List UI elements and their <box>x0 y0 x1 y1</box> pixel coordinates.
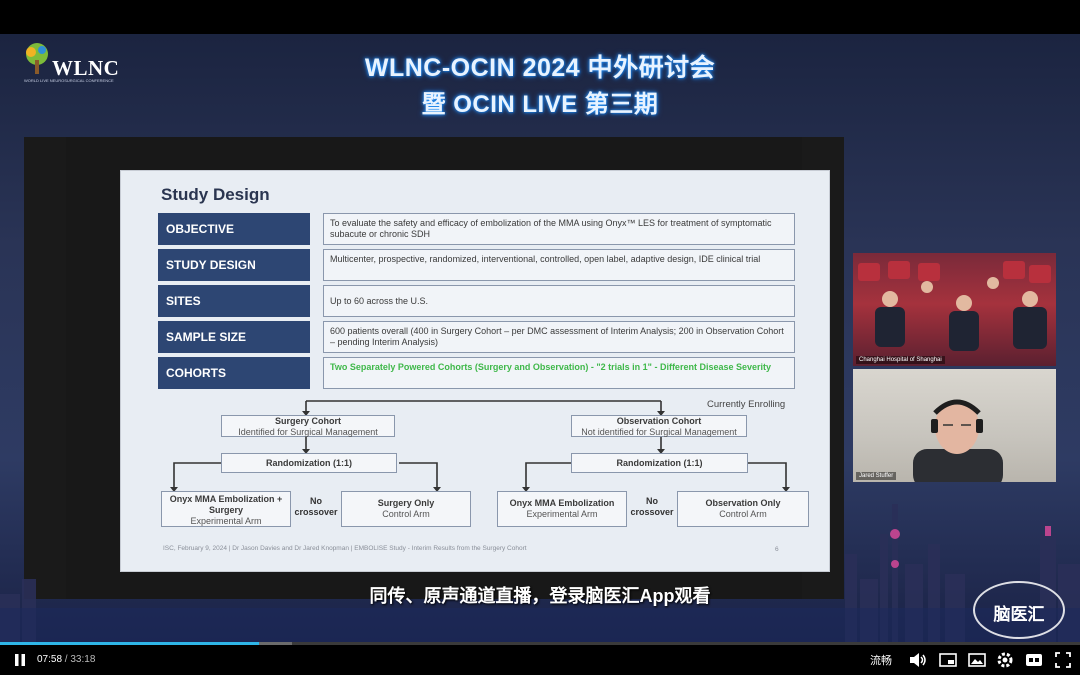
observation-cohort-title: Observation Cohort <box>616 416 702 426</box>
arm-title: Onyx MMA Embolization + Surgery <box>169 494 283 515</box>
row-label-sample-size: SAMPLE SIZE <box>158 321 310 353</box>
top-black-bar <box>0 0 1080 34</box>
row-value-sample-size: 600 patients overall (400 in Surgery Coh… <box>323 321 795 353</box>
no-crossover-label-observation: No crossover <box>630 496 674 517</box>
wlnc-logo: WLNC WORLD LIVE NEUROSURGICAL CONFERENCE <box>22 42 132 88</box>
progress-played <box>0 642 260 645</box>
naoyihui-watermark: 脑医汇 <box>973 581 1065 639</box>
row-label-cohorts: COHORTS <box>158 357 310 389</box>
volume-icon <box>910 653 926 667</box>
surgery-cohort-box: Surgery Cohort Identified for Surgical M… <box>221 415 395 437</box>
arm-box-observation-only: Observation Only Control Arm <box>677 491 809 527</box>
surgery-cohort-sub: Identified for Surgical Management <box>238 427 378 437</box>
row-label-sites: SITES <box>158 285 310 317</box>
no-crossover-label-surgery: No crossover <box>294 496 338 517</box>
event-title-line1: WLNC-OCIN 2024 中外研讨会 <box>364 54 716 82</box>
screenshot-button[interactable] <box>965 645 989 675</box>
slide-share-window: Study Design OBJECTIVE To evaluate the s… <box>24 137 844 599</box>
arm-title: Observation Only <box>705 498 781 508</box>
auditorium-people-image <box>858 261 1051 351</box>
randomization-label-observation: Randomization (1:1) <box>616 458 703 468</box>
row-value-objective: To evaluate the safety and efficacy of e… <box>323 213 795 245</box>
row-value-study-design: Multicenter, prospective, randomized, in… <box>323 249 795 281</box>
volume-button[interactable] <box>906 645 930 675</box>
logo-text: WLNC <box>52 56 120 80</box>
quality-button[interactable]: 流畅 <box>870 655 892 667</box>
settings-icon <box>997 652 1013 668</box>
camera-label-speaker: Jared Stuffer <box>856 472 897 480</box>
arm-sub: Experimental Arm <box>526 509 598 519</box>
row-value-sites: Up to 60 across the U.S. <box>323 285 795 317</box>
observation-cohort-box: Observation Cohort Not identified for Su… <box>571 415 747 437</box>
pip-button[interactable] <box>936 645 960 675</box>
fullscreen-icon <box>1055 652 1071 668</box>
screenshot-icon <box>968 653 986 667</box>
arm-title: Onyx MMA Embolization <box>509 498 615 508</box>
currently-enrolling-label: Currently Enrolling <box>707 399 786 410</box>
randomization-box-surgery: Randomization (1:1) <box>221 453 397 473</box>
subtitles-icon <box>1026 654 1042 666</box>
event-title-line2: 暨 OCIN LIVE 第三期 <box>421 91 659 118</box>
slide-footer: ISC, February 9, 2024 | Dr Jason Davies … <box>163 545 527 552</box>
surgery-cohort-title: Surgery Cohort <box>274 416 341 426</box>
speaker-person-image <box>913 399 1003 482</box>
live-caption: 同传、原声通道直播，登录脑医汇App观看 <box>369 586 711 606</box>
row-label-objective: OBJECTIVE <box>158 213 310 245</box>
settings-button[interactable] <box>993 645 1017 675</box>
watermark-text: 脑医汇 <box>993 605 1045 624</box>
arm-box-embolization-surgery: Onyx MMA Embolization + Surgery Experime… <box>161 491 291 527</box>
arm-sub: Experimental Arm <box>190 516 262 526</box>
slide-letterbox: Study Design OBJECTIVE To evaluate the s… <box>66 137 830 599</box>
observation-cohort-sub: Not identified for Surgical Management <box>581 427 737 437</box>
presentation-slide: Study Design OBJECTIVE To evaluate the s… <box>120 170 830 572</box>
arm-box-surgery-only: Surgery Only Control Arm <box>341 491 471 527</box>
slide-title: Study Design <box>161 185 270 204</box>
time-display: 07:58 / 33:18 <box>37 654 96 665</box>
duration: 33:18 <box>70 654 96 665</box>
current-time: 07:58 <box>37 654 63 665</box>
randomization-label-surgery: Randomization (1:1) <box>265 458 352 468</box>
row-value-cohorts: Two Separately Powered Cohorts (Surgery … <box>323 357 795 389</box>
camera-label-auditorium: Changhai Hospital of Shanghai <box>856 356 945 364</box>
flow-connector-lines <box>170 400 790 492</box>
pause-button[interactable] <box>8 645 32 675</box>
slide-page-number: 6 <box>775 546 779 553</box>
progress-bar[interactable] <box>0 642 1080 645</box>
pip-icon <box>939 653 957 667</box>
video-frame[interactable]: WLNC WORLD LIVE NEUROSURGICAL CONFERENCE… <box>0 34 1080 642</box>
camera-feed-speaker: Jared Stuffer <box>853 369 1056 482</box>
fullscreen-button[interactable] <box>1051 645 1075 675</box>
logo-subtext: WORLD LIVE NEUROSURGICAL CONFERENCE <box>24 78 114 83</box>
row-label-study-design: STUDY DESIGN <box>158 249 310 281</box>
camera-feed-auditorium: Changhai Hospital of Shanghai <box>853 253 1056 366</box>
arm-box-embolization: Onyx MMA Embolization Experimental Arm <box>497 491 627 527</box>
randomization-box-observation: Randomization (1:1) <box>571 453 748 473</box>
arm-title: Surgery Only <box>377 498 435 508</box>
arm-sub: Control Arm <box>382 509 430 519</box>
player-controls: 07:58 / 33:18 流畅 <box>0 645 1080 675</box>
arm-sub: Control Arm <box>719 509 767 519</box>
pause-icon <box>15 654 25 666</box>
tree-logo-icon <box>26 43 48 74</box>
subtitles-button[interactable] <box>1022 645 1046 675</box>
